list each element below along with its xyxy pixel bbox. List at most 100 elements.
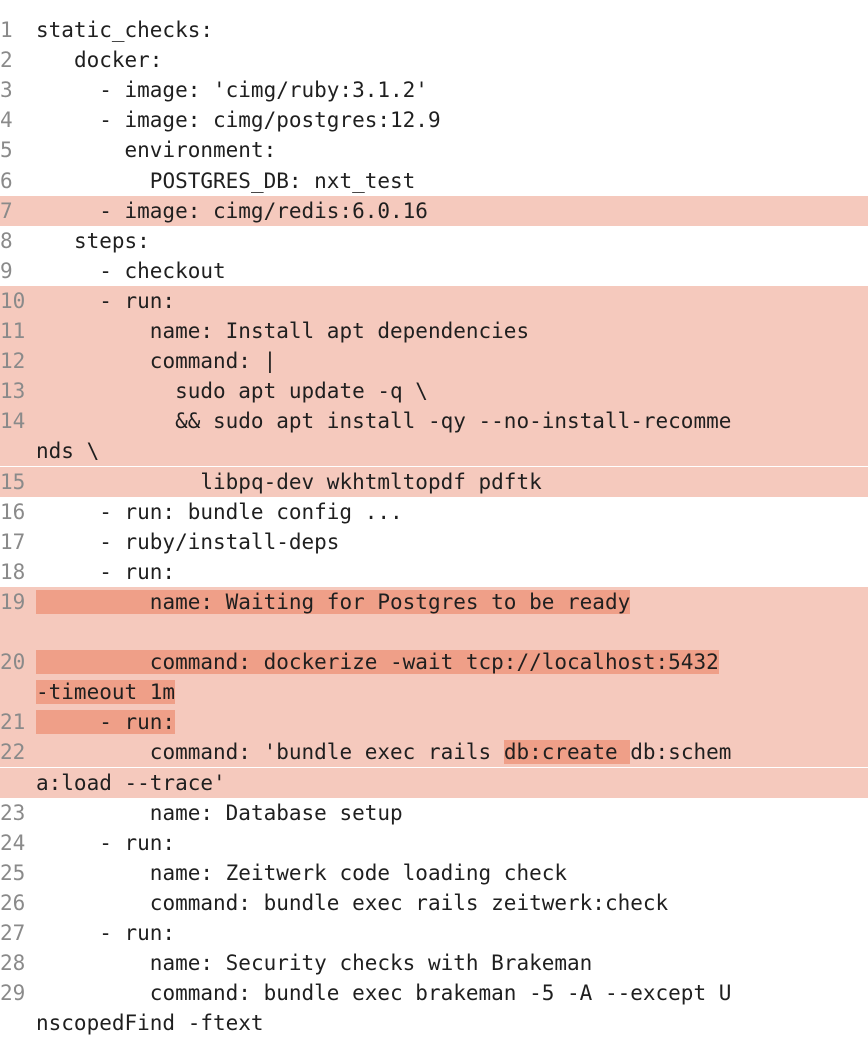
code-line: 25 name: Zeitwerk code loading check	[0, 858, 868, 888]
code-segment: - run:	[99, 288, 176, 313]
code-line: 8 steps:	[0, 226, 868, 256]
line-number: 11	[0, 319, 26, 343]
line-number: 17	[0, 529, 26, 554]
code-segment: command: dockerize -wait tcp://localhost…	[149, 650, 719, 675]
code-segment: steps:	[73, 228, 150, 253]
code-line: 10 - run:	[0, 285, 868, 316]
code-segment: - ruby/install-deps	[99, 529, 340, 554]
line-number: 27	[0, 921, 26, 945]
line-number: 6	[0, 168, 13, 193]
code-segment: name: Security checks with Brakeman	[149, 951, 593, 976]
code-segment: name: Zeitwerk code loading check	[149, 860, 568, 885]
line-number: 14	[0, 409, 26, 434]
code-text: name: Zeitwerk code loading check	[36, 858, 567, 888]
code-line: 3 - image: 'cimg/ruby:3.1.2'	[0, 75, 868, 105]
line-number: 26	[0, 890, 26, 915]
code-line: 15 libpq-dev wkhtmltopdf pdftk	[0, 466, 868, 497]
code-text: - run:	[36, 707, 176, 737]
line-number: 24	[0, 830, 26, 855]
line-number: 12	[0, 349, 26, 374]
line-number: 18	[0, 559, 26, 584]
code-segment: command: |	[149, 349, 277, 374]
code-text: - run:	[36, 557, 175, 587]
code-segment: nds \	[36, 439, 100, 464]
code-segment: name: Waiting for Postgres to be ready	[149, 589, 631, 614]
code-line: 24 - run:	[0, 828, 868, 858]
line-number	[0, 677, 36, 707]
code-line: 28 name: Security checks with Brakeman	[0, 948, 868, 978]
code-text: command: dockerize -wait tcp://localhost…	[36, 647, 719, 677]
line-number: 1	[0, 18, 13, 42]
code-text: && sudo apt install -qy --no-install-rec…	[36, 406, 731, 436]
code-segment: environment:	[124, 138, 277, 163]
code-line: 5 environment:	[0, 135, 868, 165]
code-segment: nscopedFind -ftext	[36, 1011, 264, 1036]
code-segment: command: bundle exec rails zeitwerk:chec…	[149, 890, 669, 915]
line-number: 2	[0, 48, 13, 73]
line-number	[0, 1008, 36, 1038]
code-line: nscopedFind -ftext	[0, 1008, 868, 1038]
line-number: 7	[0, 198, 13, 223]
code-segment: - run:	[99, 921, 176, 945]
code-text: - image: cimg/postgres:12.9	[36, 105, 440, 135]
code-text: command: |	[36, 346, 276, 376]
code-text: name: Install apt dependencies	[36, 316, 529, 346]
line-number: 13	[0, 379, 26, 404]
code-text: nds \	[36, 436, 99, 466]
line-number: 9	[0, 258, 13, 283]
code-text: a:load --trace'	[36, 768, 226, 798]
code-line: 18 - run:	[0, 557, 868, 587]
code-line: 19 name: Waiting for Postgres to be read…	[0, 586, 868, 617]
code-line: 4 - image: cimg/postgres:12.9	[0, 105, 868, 135]
code-segment: command: bundle exec brakeman -5 -A --ex…	[149, 981, 732, 1006]
code-segment: - run:	[99, 710, 176, 735]
code-text: command: bundle exec brakeman -5 -A --ex…	[36, 978, 732, 1008]
line-number: 28	[0, 951, 26, 976]
line-number: 23	[0, 800, 26, 825]
code-line: 7 - image: cimg/redis:6.0.16	[0, 195, 868, 226]
code-line: 20 command: dockerize -wait tcp://localh…	[0, 647, 868, 678]
code-segment: a:load --trace'	[36, 770, 226, 795]
code-segment: - image: cimg/redis:6.0.16	[99, 198, 428, 223]
line-number: 29	[0, 981, 26, 1006]
line-number	[0, 617, 36, 647]
line-number: 19	[0, 589, 26, 614]
code-segment: sudo apt update -q \	[175, 379, 428, 404]
code-text: - run: bundle config ...	[36, 497, 402, 527]
line-number: 5	[0, 138, 13, 163]
code-line: 6 POSTGRES_DB: nxt_test	[0, 166, 868, 196]
line-number: 3	[0, 78, 13, 103]
code-line: 2 docker:	[0, 45, 868, 75]
code-line: 13 sudo apt update -q \	[0, 376, 868, 407]
line-number: 15	[0, 469, 26, 494]
code-text: environment:	[36, 135, 277, 165]
code-segment: db:schem	[630, 740, 732, 765]
code-line	[0, 617, 868, 648]
code-text: libpq-dev wkhtmltopdf pdftk	[36, 467, 542, 497]
code-line: 23 name: Database setup	[0, 798, 868, 828]
code-text: docker:	[36, 45, 163, 75]
code-text: sudo apt update -q \	[36, 376, 428, 406]
code-segment: - run:	[99, 830, 176, 855]
line-number: 8	[0, 228, 13, 253]
code-segment: libpq-dev wkhtmltopdf pdftk	[200, 469, 542, 494]
code-text: static_checks:	[36, 15, 213, 45]
code-segment: name: Database setup	[149, 800, 403, 825]
code-line: 1 static_checks:	[0, 15, 868, 45]
line-number	[0, 768, 36, 798]
code-text: name: Security checks with Brakeman	[36, 948, 593, 978]
code-line: 12 command: |	[0, 346, 868, 377]
code-text: command: 'bundle exec rails db:create db…	[36, 737, 731, 767]
code-line: 11 name: Install apt dependencies	[0, 316, 868, 347]
code-line: 21 - run:	[0, 707, 868, 738]
code-text: - run:	[36, 918, 175, 948]
code-segment: static_checks:	[36, 18, 214, 42]
code-text: name: Waiting for Postgres to be ready	[36, 587, 631, 617]
line-number: 25	[0, 860, 26, 885]
code-line: nds \	[0, 436, 868, 467]
code-text: - run:	[36, 828, 175, 858]
code-line: 16 - run: bundle config ...	[0, 497, 868, 527]
line-number: 22	[0, 740, 26, 765]
code-text: nscopedFind -ftext	[36, 1008, 264, 1038]
